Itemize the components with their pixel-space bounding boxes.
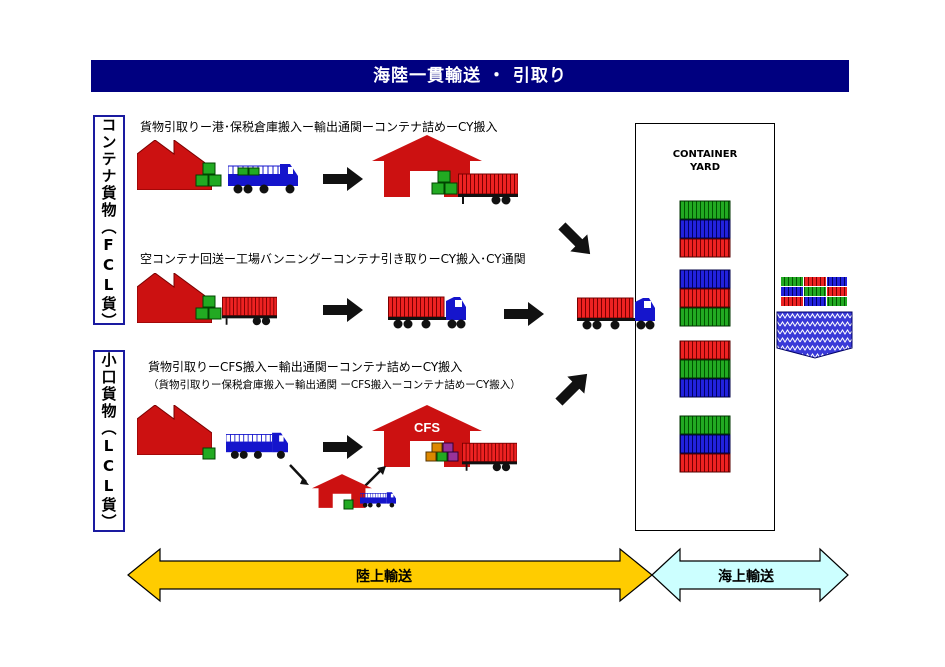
truck-cargo-icon [237, 167, 260, 176]
container-stack-2 [679, 269, 731, 327]
container-stack-4 [679, 415, 731, 473]
container-trailer-icon [458, 173, 518, 205]
land-transport-label: 陸上輸送 [356, 569, 412, 585]
lcl-label: 小口貨物（LCL貨） [93, 350, 125, 532]
right-arrow-icon [323, 298, 363, 322]
container-yard-box [635, 123, 775, 531]
sea-transport-arrow [651, 547, 849, 603]
row1-caption: 貨物引取りー港･保税倉庫搬入ー輸出通関ーコンテナ詰めーCY搬入 [140, 120, 498, 134]
cargo-boxes-icon [195, 162, 222, 187]
row3-subcaption: （貨物引取りー保税倉庫搬入ー輸出通関 ーCFS搬入ーコンテナ詰めーCY搬入） [148, 379, 521, 391]
container-ship-icon [776, 277, 853, 359]
factory-icon [137, 405, 212, 455]
row3-caption: 貨物引取りーCFS搬入ー輸出通関ーコンテナ詰めーCY搬入 [148, 360, 463, 374]
container-trailer-icon [462, 442, 517, 472]
right-arrow-icon [504, 302, 544, 326]
right-arrow-icon [323, 435, 363, 459]
container-trailer-icon [222, 296, 277, 326]
fcl-label: コンテナ貨物（FCL貨） [93, 115, 125, 330]
cargo-box-icon [202, 447, 216, 460]
container-yard-title: CONTAINER YARD [635, 148, 775, 174]
cfs-label: CFS [414, 420, 440, 435]
truck-icon [226, 432, 288, 460]
mixed-cargo-icon [425, 442, 459, 462]
container-truck-icon [577, 297, 655, 330]
container-stack-1 [679, 200, 731, 258]
container-truck-icon [388, 296, 466, 329]
cargo-box-icon [343, 499, 354, 510]
cargo-boxes-icon [195, 295, 222, 320]
container-stack-3 [679, 340, 731, 398]
small-arrow-icon [364, 469, 382, 487]
page-title: 海陸一貫輸送 ・ 引取り [91, 60, 849, 92]
yard-title-line2: YARD [689, 162, 721, 173]
diagonal-arrow-icon [553, 217, 599, 263]
sea-transport-label: 海上輸送 [718, 569, 774, 585]
cargo-boxes-icon [431, 170, 458, 195]
right-arrow-icon [323, 167, 363, 191]
yard-title-line1: CONTAINER [672, 149, 738, 160]
row2-caption: 空コンテナ回送ー工場バンニングーコンテナ引き取りーCY搬入･CY通関 [140, 252, 526, 266]
truck-icon [360, 491, 396, 508]
diagonal-arrow-icon [550, 365, 596, 411]
